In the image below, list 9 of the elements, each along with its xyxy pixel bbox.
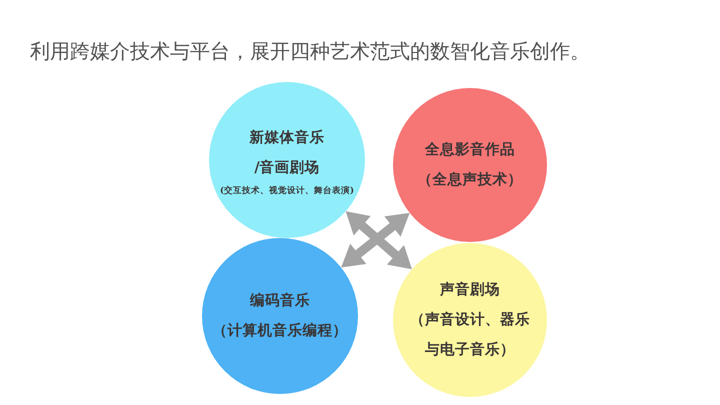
circle-note: (交互技术、视觉设计、舞台表演) (220, 185, 354, 197)
circle-heading: 声音剧场 (440, 280, 500, 300)
circle-heading: 全息影音作品 (425, 140, 515, 160)
circle-note: （声音设计、器乐与电子音乐） (410, 310, 530, 360)
circle-heading: 编码音乐 (250, 291, 310, 311)
circle-note: （全息声技术） (418, 170, 522, 190)
circle-heading: 新媒体音乐/音画剧场 (248, 128, 326, 178)
circle-note: （计算机音乐编程） (212, 321, 348, 341)
title: 利用跨媒介技术与平台，展开四种艺术范式的数智化音乐创作。 (30, 38, 590, 65)
